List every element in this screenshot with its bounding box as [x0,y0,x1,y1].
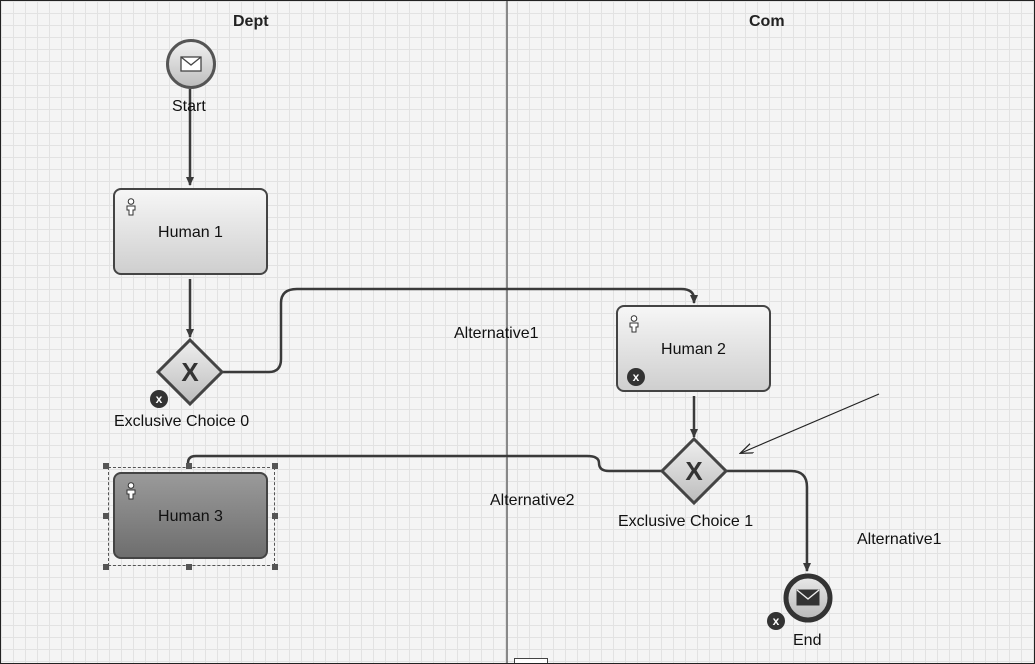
flow-label-alternative1-end: Alternative1 [857,531,942,548]
task-human-2-label: Human 2 [661,341,726,358]
flow-gateway1-to-end[interactable] [726,469,811,572]
person-icon [126,198,136,216]
resize-handle[interactable] [272,463,278,469]
task-human-1-label: Human 1 [158,224,223,241]
lane-title-com: Com [749,13,785,30]
envelope-icon [180,56,202,72]
gateway-1-label: Exclusive Choice 1 [618,513,754,530]
annotation-arrow [741,393,880,453]
gateway-0-label: Exclusive Choice 0 [114,413,250,430]
lane-divider[interactable] [506,1,508,663]
start-event-label: Start [172,98,206,115]
x-icon: X [181,357,199,387]
x-icon: X [685,456,703,486]
task-human-2[interactable]: Human 2 x [616,305,771,392]
person-icon [629,315,639,333]
resize-handle[interactable] [103,513,109,519]
flow-label-alternative2: Alternative2 [490,492,575,509]
exclusive-gateway-1[interactable]: X [659,437,729,507]
flow-label-alternative1: Alternative1 [454,325,539,342]
resize-handle[interactable] [272,513,278,519]
exclusive-gateway-0[interactable]: X [155,338,225,408]
remove-badge-icon[interactable]: x [150,390,168,408]
resize-handle[interactable] [186,463,192,469]
end-event-label: End [793,632,822,649]
resize-handle[interactable] [272,564,278,570]
start-event[interactable] [165,38,217,90]
remove-badge-icon[interactable]: x [627,368,645,386]
person-icon [126,482,136,500]
end-event[interactable] [781,571,835,625]
flow-gateway1-to-human3[interactable] [186,454,662,473]
resize-handle[interactable] [103,564,109,570]
flow-gateway0-to-human2[interactable] [223,287,698,374]
task-human-3[interactable]: Human 3 [113,472,268,559]
task-human-1[interactable]: Human 1 [113,188,268,275]
task-human-3-label: Human 3 [158,508,223,525]
envelope-icon [796,589,820,606]
lane-resize-tab[interactable] [514,658,548,663]
lane-title-dept: Dept [233,13,269,30]
remove-badge-icon[interactable]: x [767,612,785,630]
resize-handle[interactable] [186,564,192,570]
resize-handle[interactable] [103,463,109,469]
